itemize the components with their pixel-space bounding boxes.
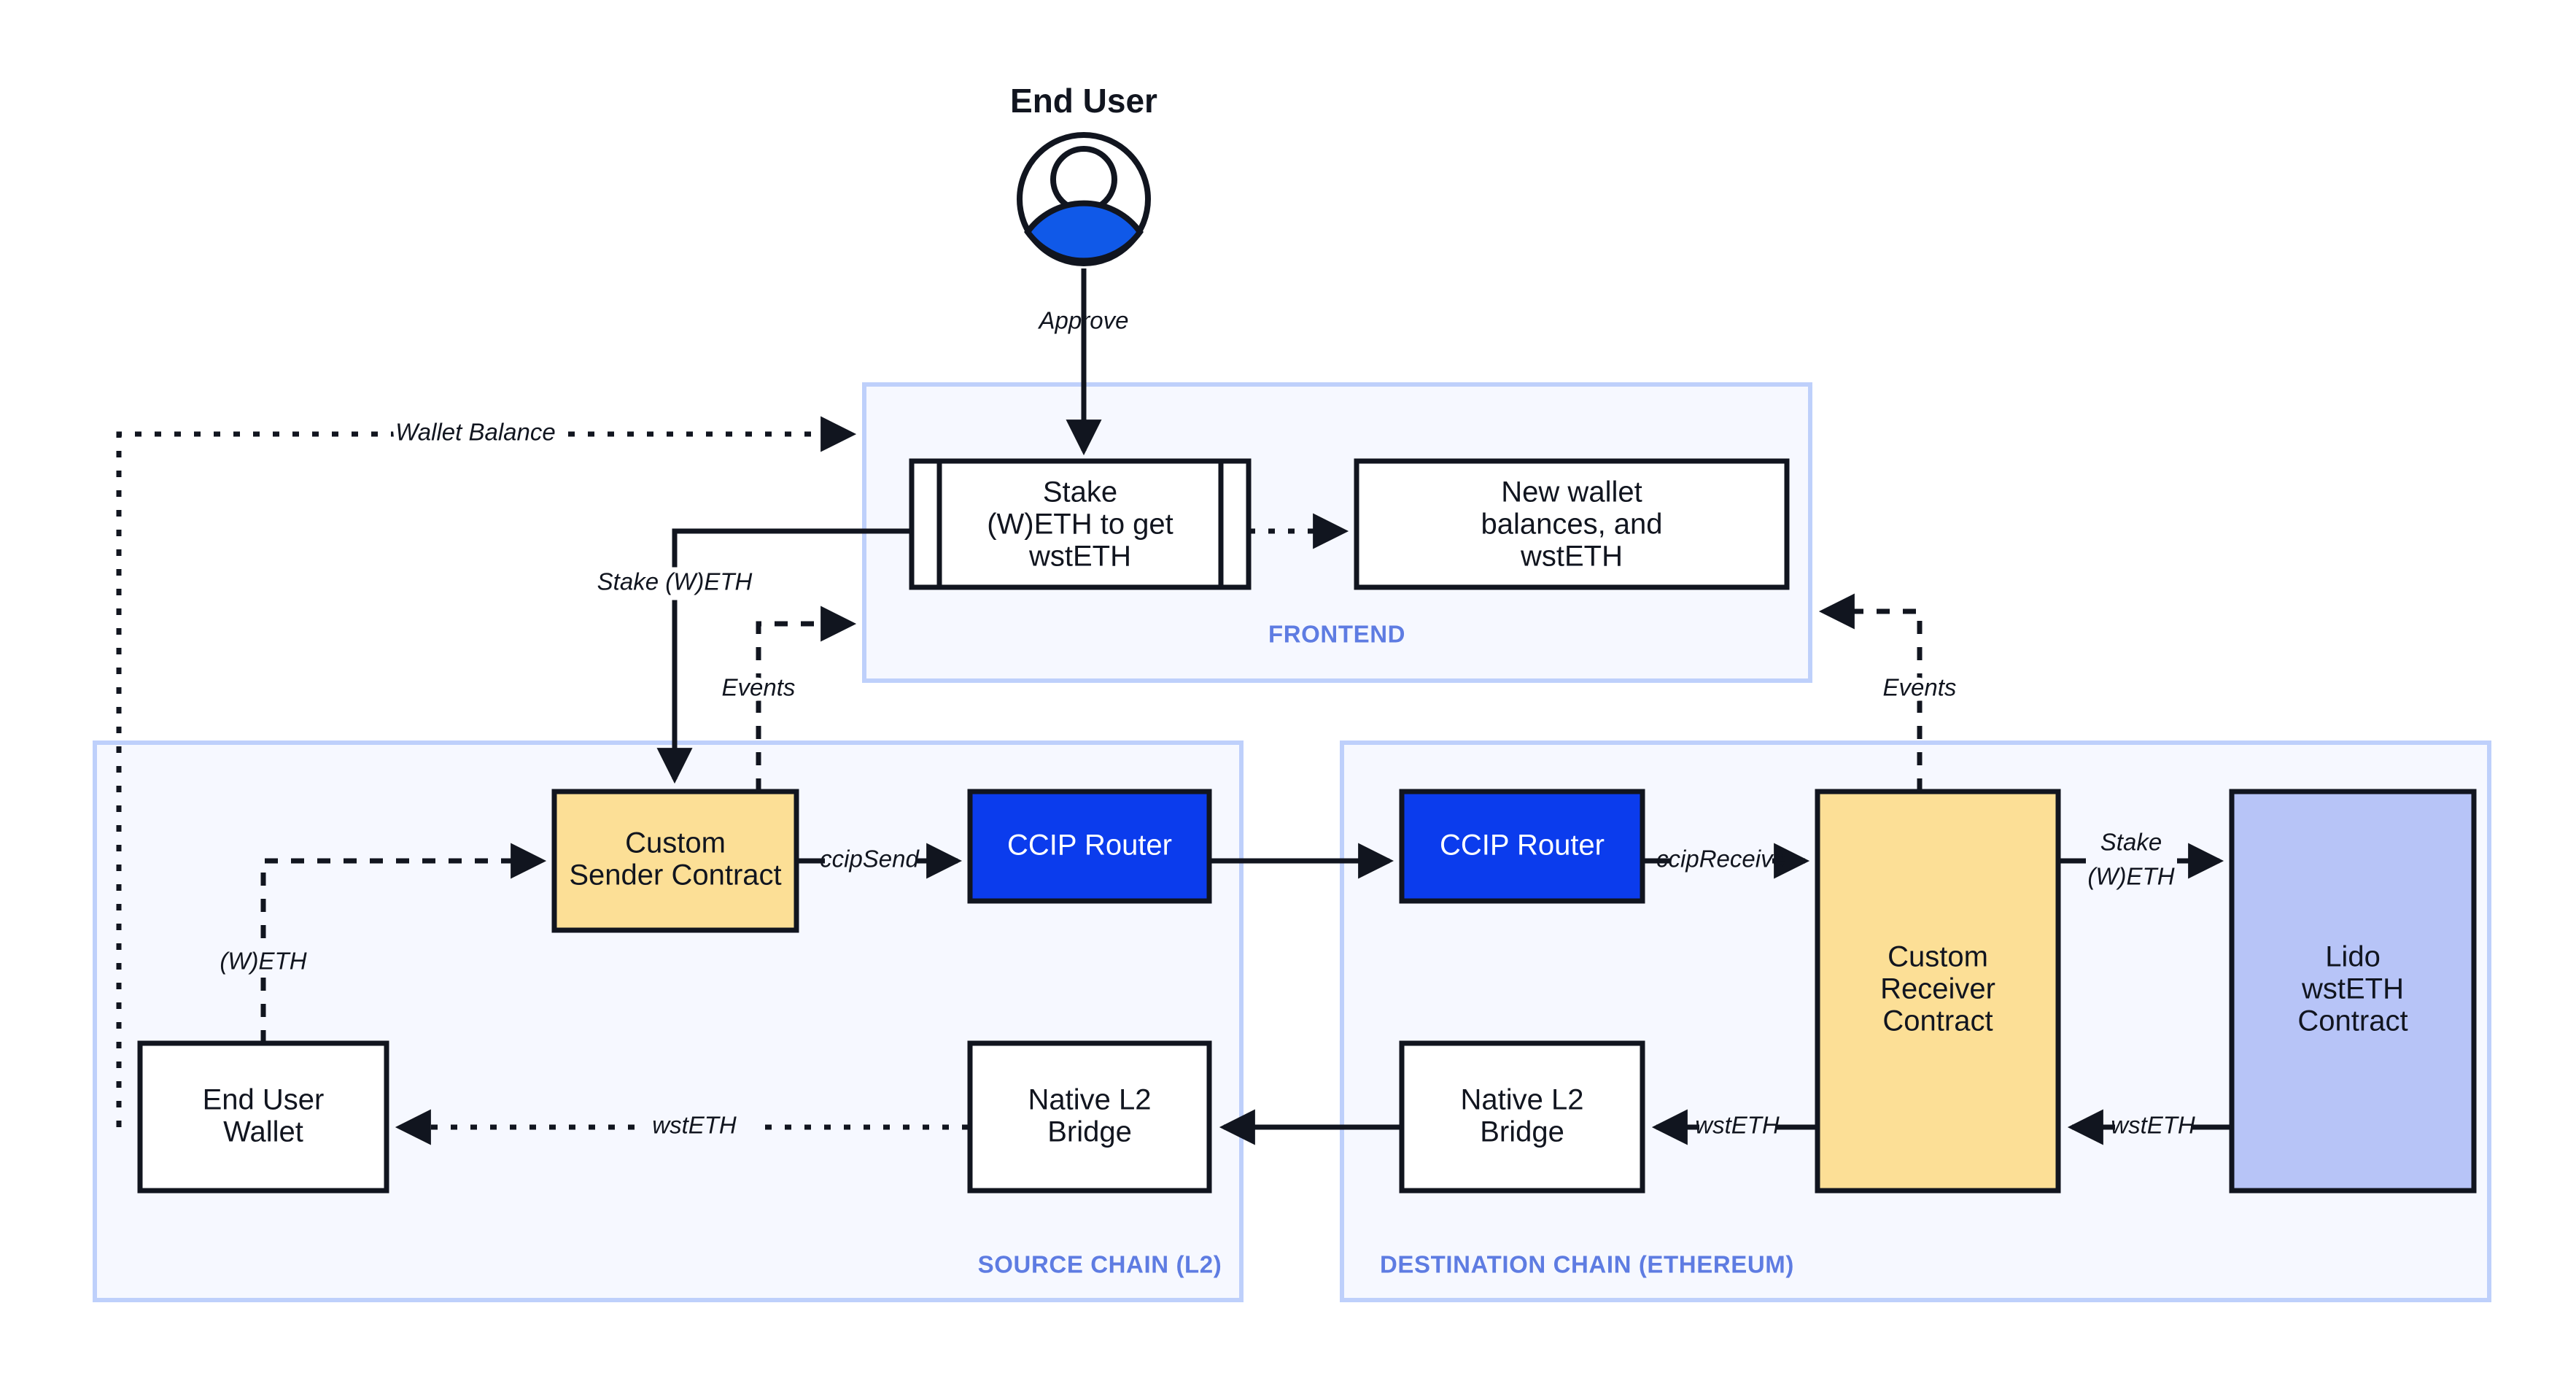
- new-balances-line-1: New wallet: [1501, 476, 1642, 508]
- edge-events-dest-label: Events: [1883, 674, 1957, 701]
- end-user-title: End User: [1010, 82, 1157, 120]
- frontend-label: FRONTEND: [1268, 621, 1405, 648]
- edge-ccipreceive: ccipReceive: [1644, 843, 1810, 879]
- custom-receiver-line-3: Contract: [1882, 1005, 1993, 1037]
- edge-wsteth-to-wallet-label: wstETH: [652, 1112, 737, 1139]
- end-user-wallet-line-2: Wallet: [223, 1116, 303, 1148]
- stake-form-line-3: wstETH: [1028, 541, 1131, 573]
- lido-wsteth-box[interactable]: [2229, 789, 2477, 1194]
- end-user-actor: End User: [1010, 82, 1157, 266]
- edge-wallet-balance-label: Wallet Balance: [395, 419, 556, 446]
- edge-wallet-balance: Wallet Balance: [116, 414, 857, 1127]
- ccip-router-source-label: CCIP Router: [1007, 829, 1172, 862]
- edge-wsteth-to-bridge-label: wstETH: [1695, 1112, 1780, 1139]
- node-end-user-wallet[interactable]: End User Wallet: [137, 1040, 389, 1194]
- destination-chain-label: DESTINATION CHAIN (ETHEREUM): [1380, 1251, 1794, 1278]
- custom-receiver-box[interactable]: [1815, 789, 2061, 1194]
- node-native-bridge-source[interactable]: Native L2 Bridge: [967, 1040, 1212, 1194]
- node-ccip-router-destination[interactable]: CCIP Router: [1399, 789, 1645, 904]
- end-user-wallet-line-1: End User: [203, 1084, 325, 1116]
- native-bridge-source-line-2: Bridge: [1047, 1116, 1132, 1148]
- native-bridge-destination-box[interactable]: [1399, 1040, 1645, 1194]
- custom-sender-box[interactable]: [551, 789, 799, 933]
- edge-events-source: Events: [717, 606, 857, 792]
- node-custom-sender-contract[interactable]: Custom Sender Contract: [551, 789, 799, 933]
- lido-line-3: Contract: [2297, 1005, 2408, 1037]
- end-user-wallet-box[interactable]: [137, 1040, 389, 1194]
- edge-ccipreceive-label: ccipReceive: [1656, 846, 1786, 873]
- edge-stake-weth-lido-label-2: (W)ETH: [2087, 863, 2174, 890]
- edge-wsteth-lido-back-label: wstETH: [2111, 1112, 2195, 1139]
- edge-wsteth-to-wallet: wstETH: [395, 1109, 969, 1145]
- edge-events-source-label: Events: [722, 674, 796, 701]
- native-bridge-destination-line-2: Bridge: [1480, 1116, 1564, 1148]
- native-bridge-source-line-1: Native L2: [1028, 1084, 1152, 1116]
- stake-form-line-2: (W)ETH to get: [987, 508, 1173, 541]
- edge-stake-weth-lido: Stake (W)ETH: [2060, 829, 2224, 890]
- lido-line-2: wstETH: [2301, 973, 2404, 1005]
- new-balances-box[interactable]: [1354, 458, 1790, 590]
- custom-receiver-line-2: Receiver: [1880, 973, 1995, 1005]
- edge-stake-weth-lido-label-1: Stake: [2100, 829, 2162, 856]
- edge-weth: (W)ETH: [214, 843, 547, 1043]
- native-bridge-destination-line-1: Native L2: [1461, 1084, 1584, 1116]
- stake-form-box[interactable]: [909, 458, 1252, 590]
- node-custom-receiver-contract[interactable]: Custom Receiver Contract: [1815, 789, 2061, 1194]
- edge-wsteth-to-bridge: wstETH: [1651, 1109, 1816, 1145]
- node-stake-form[interactable]: Stake (W)ETH to get wstETH: [909, 458, 1252, 590]
- stake-form-line-1: Stake: [1043, 476, 1117, 508]
- custom-sender-line-1: Custom: [625, 827, 726, 859]
- edge-ccipsend: ccipSend: [796, 843, 963, 879]
- node-lido-wsteth-contract[interactable]: Lido wstETH Contract: [2229, 789, 2477, 1194]
- new-balances-line-3: wstETH: [1520, 541, 1623, 573]
- lido-line-1: Lido: [2325, 941, 2381, 973]
- edge-approve: Approve: [1038, 268, 1129, 456]
- edge-stake-weth-label: Stake (W)ETH: [597, 568, 753, 595]
- ccip-router-source-box[interactable]: [967, 789, 1212, 904]
- ccip-router-destination-box[interactable]: [1399, 789, 1645, 904]
- custom-sender-line-2: Sender Contract: [569, 859, 781, 892]
- edge-wsteth-lido-back: wstETH: [2067, 1109, 2230, 1145]
- edge-weth-label: (W)ETH: [220, 948, 306, 975]
- source-chain-label: SOURCE CHAIN (L2): [978, 1251, 1222, 1278]
- user-avatar-icon: [1017, 132, 1151, 266]
- node-native-bridge-destination[interactable]: Native L2 Bridge: [1399, 1040, 1645, 1194]
- edge-stake-weth: Stake (W)ETH: [592, 528, 912, 784]
- custom-receiver-line-1: Custom: [1888, 941, 1988, 973]
- new-balances-line-2: balances, and: [1481, 508, 1662, 541]
- ccip-router-destination-label: CCIP Router: [1440, 829, 1605, 862]
- node-new-balances[interactable]: New wallet balances, and wstETH: [1354, 458, 1790, 590]
- edge-approve-label: Approve: [1038, 307, 1129, 334]
- node-ccip-router-source[interactable]: CCIP Router: [967, 789, 1212, 904]
- edge-events-dest: Events: [1818, 593, 1961, 792]
- native-bridge-source-box[interactable]: [967, 1040, 1212, 1194]
- edge-ccipsend-label: ccipSend: [820, 846, 920, 873]
